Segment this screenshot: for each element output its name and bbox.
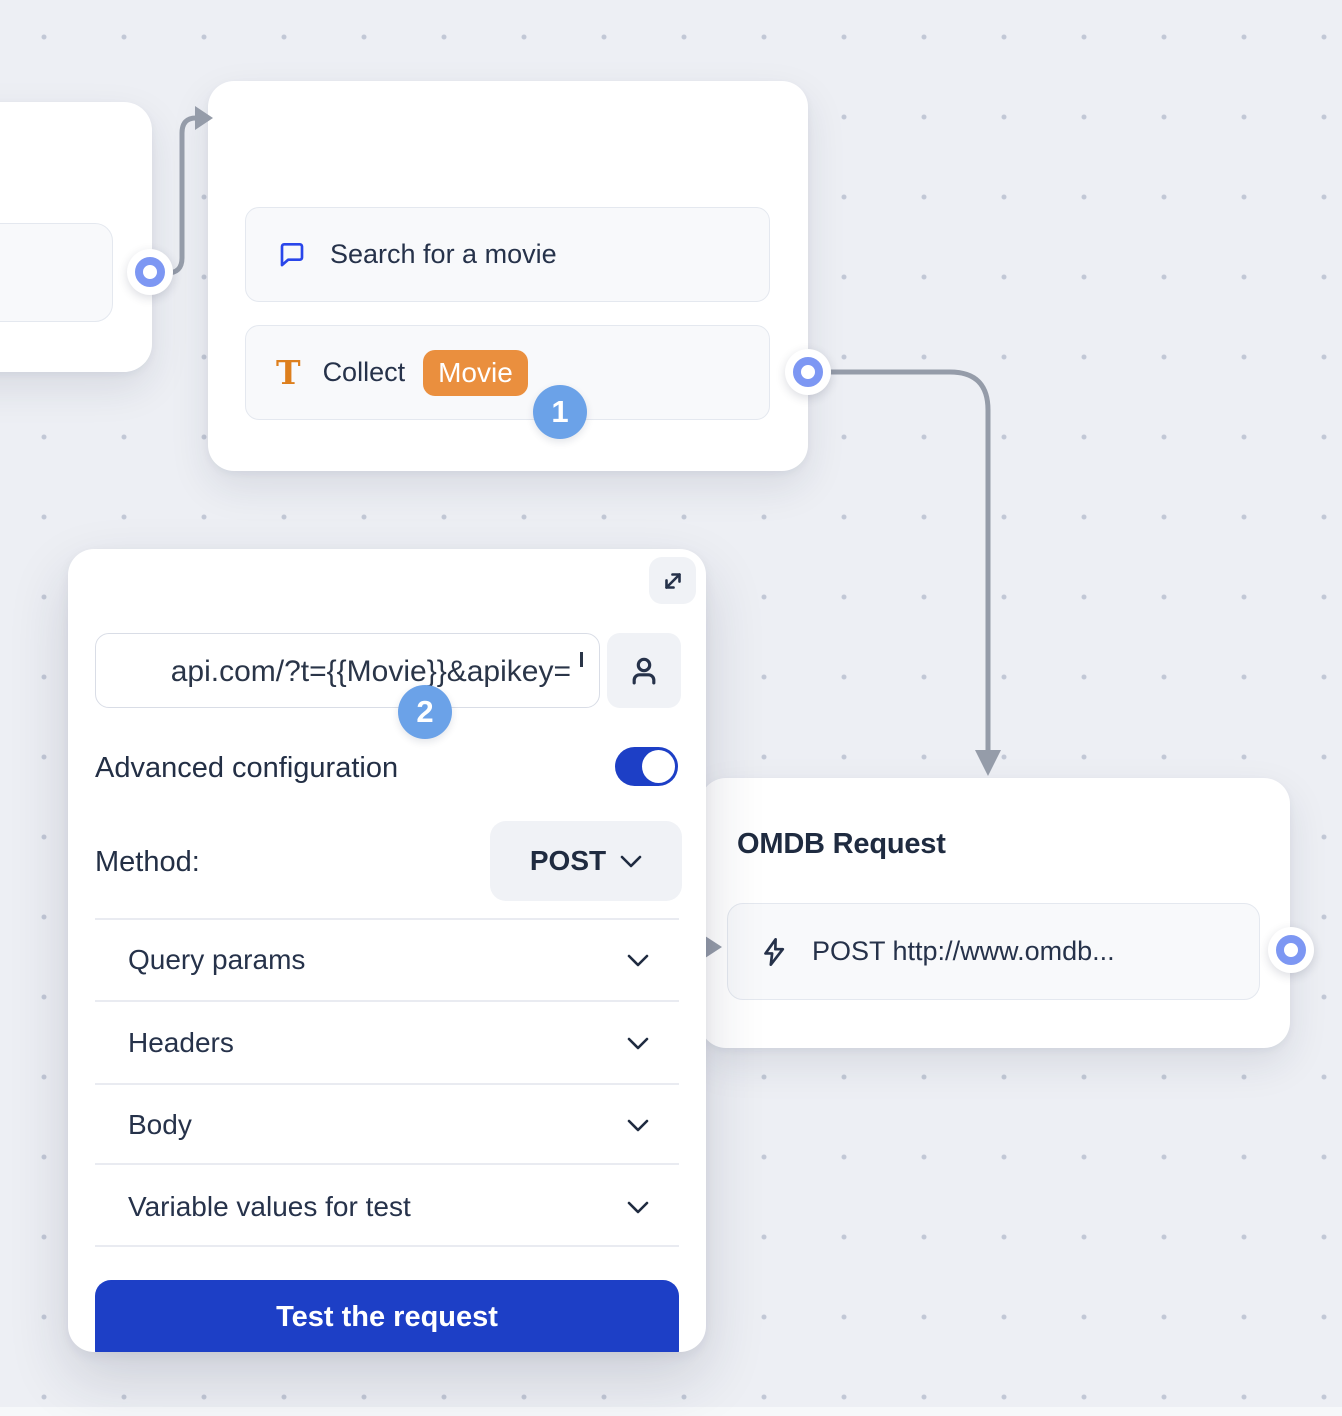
chevron-down-icon (620, 855, 642, 867)
method-value: POST (529, 845, 607, 876)
node-omdb-request[interactable]: OMDB Request POST http://www.omdb... (700, 778, 1290, 1048)
step-badge-1: 1 (533, 385, 587, 439)
variable-badge-movie[interactable]: Movie (423, 349, 528, 396)
url-value: api.com/?t={{Movie}}&apikey= (171, 652, 583, 689)
port-ring (135, 257, 165, 287)
advanced-configuration-label: Advanced configuration (95, 752, 399, 784)
section-query-params[interactable]: Query params (95, 934, 679, 986)
lightning-icon (764, 937, 785, 966)
node-movie-search[interactable]: Movie search Search for a movie T Collec… (208, 81, 808, 471)
chevron-down-icon (627, 1201, 679, 1214)
divider (95, 1163, 679, 1165)
advanced-configuration-toggle[interactable] (615, 747, 678, 786)
block-label: Search for a movie (330, 239, 557, 269)
section-variable-values[interactable]: Variable values for test (95, 1181, 679, 1233)
step-badge-2: 2 (398, 685, 452, 739)
chat-bubble-icon (280, 242, 304, 266)
test-request-button[interactable]: Test the request (95, 1280, 679, 1352)
method-select[interactable]: POST (490, 821, 682, 901)
node-title: OMDB Request (737, 828, 946, 860)
toggle-knob (642, 750, 675, 783)
text-input-icon: T (276, 353, 301, 392)
block-collect-movie[interactable]: T Collect Movie (245, 325, 770, 420)
url-input[interactable]: api.com/?t={{Movie}}&apikey= (95, 633, 600, 708)
divider (95, 1245, 679, 1247)
chevron-down-icon (627, 1119, 679, 1132)
chevron-down-icon (627, 954, 679, 967)
partial-left-node[interactable] (0, 102, 152, 372)
section-label: Headers (128, 1027, 234, 1058)
section-headers[interactable]: Headers (95, 1017, 679, 1069)
section-label: Body (128, 1109, 192, 1140)
block-label: POST http://www.omdb... (812, 936, 1115, 966)
canvas-bottom-band (0, 1407, 1342, 1416)
user-variable-button[interactable] (607, 633, 681, 708)
divider (95, 1000, 679, 1002)
person-icon (632, 657, 656, 684)
chevron-down-icon (627, 1037, 679, 1050)
block-label: Collect (322, 357, 406, 387)
divider (95, 1083, 679, 1085)
block-search-for-a-movie[interactable]: Search for a movie (245, 207, 770, 302)
expand-button[interactable] (649, 557, 696, 604)
expand-icon (664, 572, 681, 589)
method-label: Method: (95, 846, 200, 878)
port-ring (1276, 935, 1306, 965)
port-ring (793, 357, 823, 387)
partial-left-node-item[interactable] (0, 223, 113, 322)
section-label: Variable values for test (128, 1191, 411, 1222)
webhook-config-panel: api.com/?t={{Movie}}&apikey= Advanced co… (68, 549, 706, 1352)
block-omdb-post[interactable]: POST http://www.omdb... (727, 903, 1260, 1000)
section-label: Query params (128, 944, 306, 975)
section-body[interactable]: Body (95, 1099, 679, 1151)
divider (95, 918, 679, 920)
